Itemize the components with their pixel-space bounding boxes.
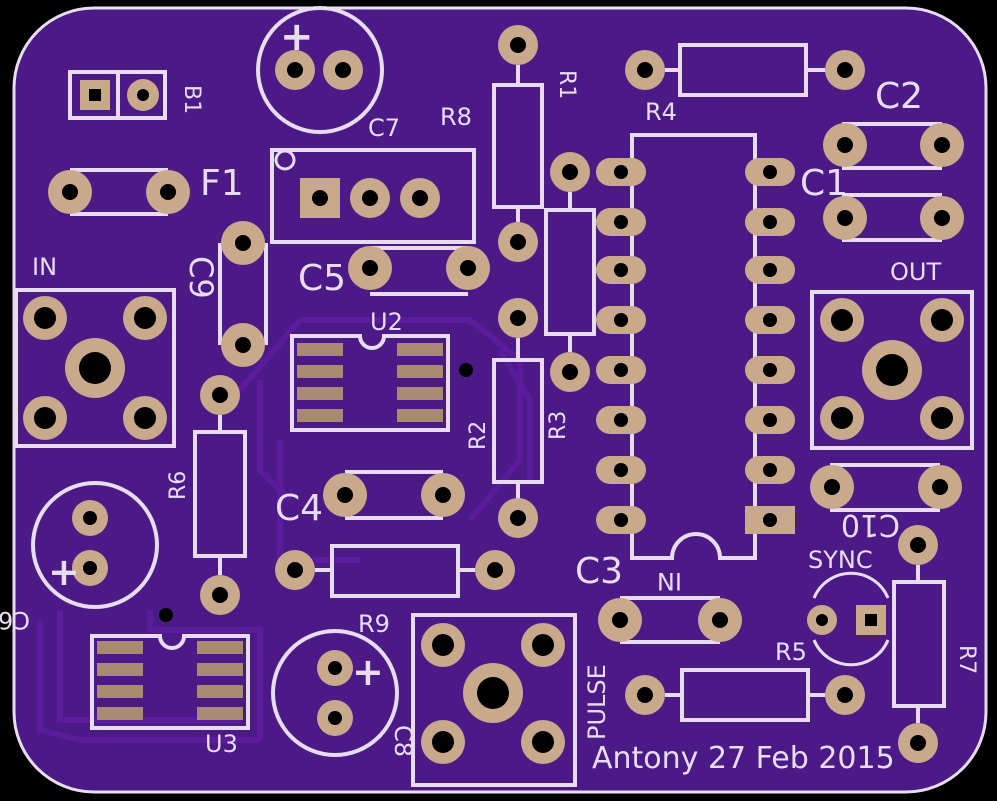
b1-label: B1 [179, 85, 204, 114]
c4-capacitor: C4 [275, 470, 465, 529]
c5-label: C5 [298, 258, 346, 299]
u3-label: U3 [205, 730, 238, 758]
u3-chip: U3 [90, 608, 250, 758]
f1-label: F1 [200, 163, 244, 204]
pulse-label: PULSE [583, 664, 611, 740]
sync-led: SYNC [807, 546, 890, 667]
r9-label: R9 [358, 610, 390, 638]
r2-label: R2 [466, 421, 491, 450]
c3-capacitor: C3 IN [575, 551, 742, 644]
out-jack-label: OUT [890, 258, 941, 286]
r2-resistor: R2 [466, 298, 544, 538]
r7-resistor: R7 [892, 525, 979, 763]
pulse-jack: PULSE [411, 613, 611, 787]
dip14-ic [596, 133, 795, 560]
c6-label: C6 [0, 606, 30, 634]
c7-capacitor: + C7 [256, 6, 400, 142]
r8-label: R8 [440, 103, 472, 131]
r5-resistor: R5 [625, 638, 865, 722]
in-jack: IN [14, 253, 176, 448]
r5-label: R5 [775, 638, 807, 666]
c6-capacitor: + C6 [0, 481, 159, 634]
out-jack: OUT [810, 258, 974, 450]
signature-text: Antony 27 Feb 2015 [592, 741, 895, 776]
c8-polarity-mark: + [352, 650, 384, 694]
r4-label: R4 [645, 98, 677, 126]
c2-label: C2 [875, 76, 923, 117]
c10-label: C10 [841, 507, 900, 542]
r4-resistor: R4 [625, 43, 865, 126]
r6-label: R6 [166, 471, 191, 500]
c2-capacitor: C2 [823, 76, 964, 170]
r7-label: R7 [954, 645, 979, 674]
r3-label: R3 [546, 411, 571, 440]
r1-label: R1 [554, 70, 579, 99]
r3-resistor: R3 [544, 152, 596, 440]
c10-capacitor: C10 [810, 463, 962, 542]
u2-label: U2 [370, 308, 403, 336]
r6-resistor: R6 [166, 375, 247, 615]
c5-capacitor: C5 [298, 246, 490, 299]
c3-label: C3 [575, 551, 623, 592]
r8-trimmer: R8 [270, 103, 476, 244]
c6-polarity-mark: + [48, 550, 80, 594]
c1-capacitor: C1 [800, 163, 964, 242]
u2-chip: U2 [290, 308, 473, 432]
c9-label: C9 [182, 256, 220, 299]
c7-label: C7 [368, 114, 400, 142]
in-jack-label: IN [32, 253, 57, 281]
c9-capacitor: C9 [182, 221, 268, 367]
f1-capacitor: F1 [48, 163, 244, 216]
r1-resistor: R1 [492, 25, 579, 262]
b1-connector: B1 [68, 70, 204, 120]
in-label-2: IN [657, 567, 682, 595]
sync-label: SYNC [808, 546, 873, 574]
c4-label: C4 [275, 488, 323, 529]
r9-resistor: R9 [275, 544, 515, 638]
